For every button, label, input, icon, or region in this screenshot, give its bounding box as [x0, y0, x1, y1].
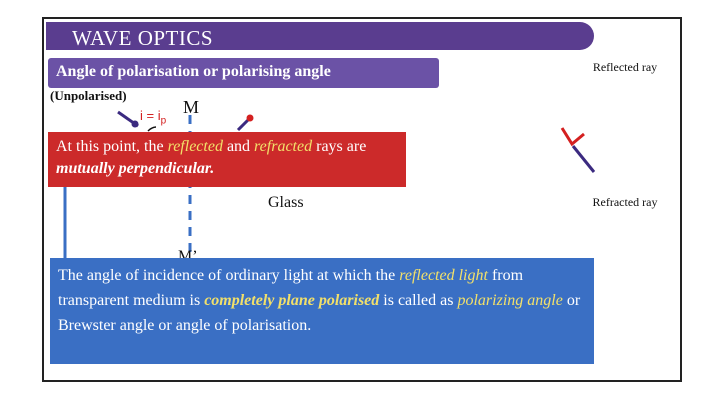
refracted-ray: [571, 145, 596, 173]
incidence-angle-label: i = ip: [140, 108, 167, 127]
slide-title: WAVE OPTICS: [72, 26, 214, 50]
glass-label: Glass: [268, 194, 304, 211]
subtitle-box: [48, 58, 439, 88]
unpolarised-label: (Unpolarised): [50, 88, 127, 103]
reflected-ray-dot: [246, 114, 254, 122]
reflected-ray-label: Reflected ray: [592, 60, 658, 74]
incidence-angle-arc: [147, 126, 157, 132]
title-bar: [46, 22, 594, 50]
refracted-ray-label: Refracted ray: [592, 195, 658, 209]
definition-callout: The angle of incidence of ordinary light…: [50, 258, 594, 364]
perpendicular-callout: At this point, the reflected and refract…: [48, 132, 406, 187]
normal-top-label: M: [183, 97, 200, 117]
right-angle-marker: [560, 127, 585, 147]
incident-dot: [131, 120, 139, 128]
slide-subtitle: Angle of polarisation or polarising angl…: [56, 63, 331, 80]
